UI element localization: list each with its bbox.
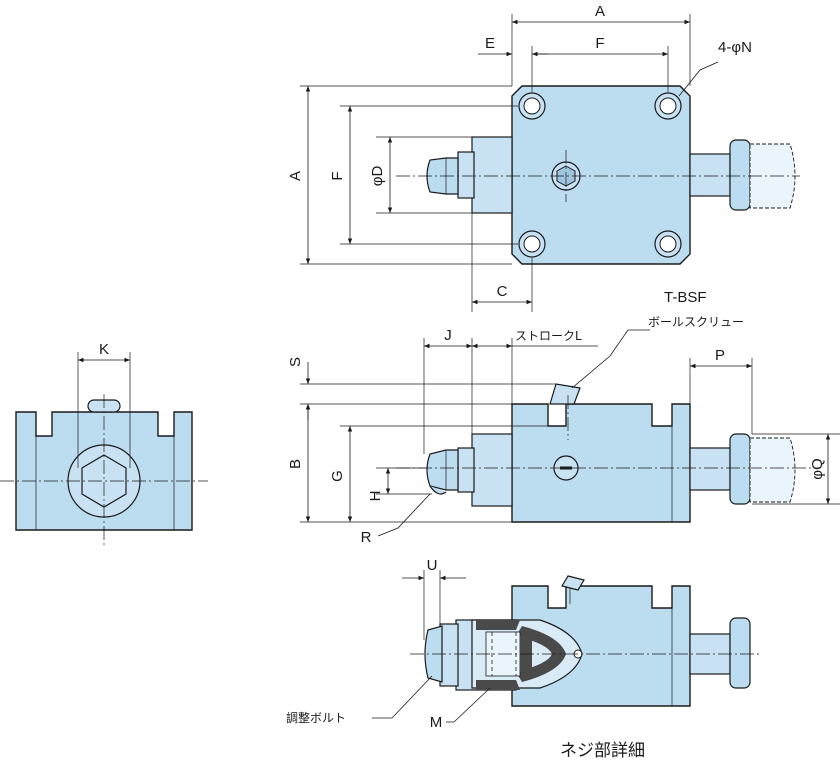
top-right-knob: [689, 139, 796, 211]
top-plunger: [426, 136, 513, 214]
dim-label-Q: φQ: [809, 458, 826, 479]
stroke-label: ストロークL: [515, 329, 582, 343]
front-right-knob: [689, 433, 796, 505]
dim-label-P: P: [715, 347, 725, 364]
dim-label-J: J: [444, 327, 452, 344]
ball-screw: [549, 383, 581, 440]
screw-code-label: T-BSF: [664, 289, 707, 306]
dim-label-H: H: [367, 491, 384, 502]
dim-label-D: φD: [369, 166, 386, 187]
detail-caption: ネジ部詳細: [560, 741, 645, 761]
adjusting-bolt-section: [424, 619, 583, 691]
adjusting-bolt-label: 調整ボルト: [286, 710, 346, 725]
dim-label-S: S: [287, 357, 304, 367]
detail-right-knob: [689, 617, 751, 689]
front-view: J ストロークL T-BSF ボールスクリュー P S B G H R φQ: [287, 289, 840, 546]
screw-name-label: ボールスクリュー: [648, 315, 744, 329]
dim-label-F-top: F: [595, 35, 604, 52]
dim-label-B: B: [287, 459, 304, 469]
front-view-body: [511, 403, 691, 523]
dim-label-E: E: [485, 35, 495, 52]
dim-label-K: K: [99, 341, 109, 358]
hole-callout-label: 4-φN: [718, 39, 752, 56]
side-view: K: [0, 341, 208, 548]
front-plunger: [426, 433, 513, 507]
dim-label-M: M: [430, 714, 443, 731]
mounting-holes: [518, 92, 682, 258]
dim-label-C: C: [497, 283, 508, 300]
top-view: A E F 4-φN A F φD C: [287, 3, 800, 312]
dim-label-A-left: A: [287, 171, 304, 181]
detail-view: U 調整ボルト M ネジ部詳細: [286, 557, 760, 761]
dim-label-U: U: [427, 557, 438, 574]
dim-label-F-left: F: [329, 171, 346, 180]
dim-label-A-top: A: [595, 3, 605, 20]
dim-label-G: G: [329, 470, 346, 482]
dim-label-R: R: [361, 529, 372, 546]
